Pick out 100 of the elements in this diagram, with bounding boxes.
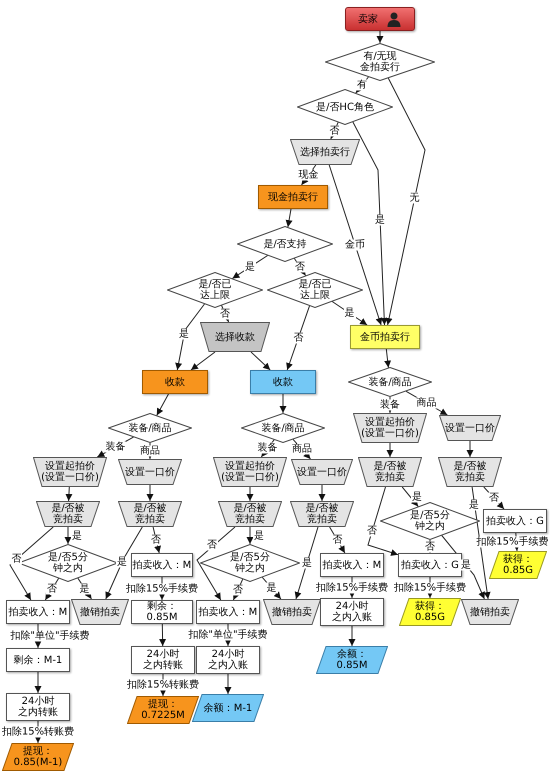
arrow [196,526,236,600]
trapezoid-box: 设置起拍价(设置一口价) [33,457,107,487]
decision-diamond: 有/无现金拍卖行 [325,43,435,81]
trapezoid-box: 是/否被竞拍卖 [118,501,182,527]
process-box: 拍卖收入：M [196,600,260,624]
trapezoid-box: 设置一口价 [118,459,182,485]
edge-label: 商品 [290,444,313,455]
box-label: 卖家 [358,14,378,24]
process-box: 剩余：M-1 [6,648,70,672]
arrow [246,486,254,502]
trapezoid-box: 是/否被竞拍卖 [438,457,502,487]
arrow [246,526,254,544]
edge-label: 否 [366,526,378,537]
trapezoid-box: 是/否被竞拍卖 [358,457,422,487]
trapezoid-box: 撤销拍卖 [263,599,321,625]
arrow [386,396,394,414]
arrow [9,526,54,600]
process-box: 24小时之内入账 [196,646,260,674]
output-parallelogram: 提现：0.7225M [127,696,199,724]
edge-label: 是 [460,560,472,571]
edge-label: 是 [253,530,265,541]
decision-diamond: 是/否支持 [237,226,333,262]
edge-label: 否 [150,534,162,546]
edge-label: 否 [46,584,58,595]
process-box: 收款 [250,370,316,394]
edge-label: 是 [411,491,424,502]
edge-label: 无 [408,192,421,204]
arrow [146,484,154,502]
arrow [367,486,398,556]
edge-label: 是 [116,556,128,568]
arrow [286,305,310,370]
process-box: 24小时之内转账 [6,693,70,721]
process-box: 剩余：0.85M [131,600,193,624]
arrow [64,526,72,544]
arrow [466,440,474,458]
edge-label: 装备 [104,442,126,453]
trapezoid-box: 设置起拍价(设置一口价) [213,457,287,487]
edge-label: 扣除"单位"手续费 [187,630,269,640]
process-box: 金币拍卖行 [350,325,420,349]
arrow [34,672,42,694]
arrow [328,164,382,326]
arrow [224,674,232,694]
output-parallelogram: 获得：0.85G [489,551,547,579]
edge-label: 是 [78,583,91,594]
edge-label: 扣除15%手续费 [392,582,468,593]
edge-label: 是 [468,500,480,510]
edge-label: 是 [344,308,356,319]
process-box: 收款 [142,370,208,394]
edge-label: 有 [356,80,368,91]
arrow [386,78,426,326]
arrow [384,348,392,368]
edge-label: 扣除15%转账费 [126,680,200,690]
trapezoid-box: 撤销拍卖 [71,599,129,625]
edge-label: 是 [374,214,386,226]
trapezoid-box: 选择收款 [200,322,270,352]
edge-label: 金币 [344,240,366,250]
arrow [294,526,318,600]
arrow [318,484,326,502]
trapezoid-box: 设置一口价 [439,415,501,441]
trapezoid-box: 撤销拍卖 [461,599,519,625]
edge-label: 是 [71,530,83,541]
arrow [146,442,154,460]
edge-label: 是 [244,262,256,272]
trapezoid-box: 设置一口价 [291,459,353,485]
arrow [159,624,166,646]
output-parallelogram: 提现：0.85(M-1) [2,743,74,771]
process-box: 拍卖收入：G [483,509,547,533]
arrow [232,255,268,279]
arrow [348,626,356,646]
arrow [175,304,205,370]
start-box [345,7,415,31]
arrow [105,526,143,600]
edge-label: 否 [424,541,436,552]
edge-label: 商品 [139,446,161,456]
process-box: 24小时之内入账 [320,598,384,626]
edge-label: 装备 [256,442,279,454]
arrow [329,526,346,554]
arrow [376,30,384,44]
edge-label: 商品 [416,398,438,409]
edge-label: 扣除15%手续费 [314,582,390,593]
edge-label: 扣除15%转账费 [0,726,76,738]
output-parallelogram: 余额：0.85M [316,646,388,674]
trapezoid-box: 是/否被竞拍卖 [290,501,354,527]
edge-label: 否 [328,125,340,136]
edge-label: 否 [10,554,22,565]
arrow [190,352,216,370]
trapezoid-box: 设置起拍价(设置一口价) [353,413,427,443]
edge-label: 否 [232,584,244,596]
edge-label: 扣除"单位"手续费 [9,630,91,642]
decision-diamond: 是/否HC角色 [297,89,393,125]
edge-label: 扣除15%手续费 [475,536,550,548]
edge-label: 否 [331,534,344,546]
decision-diamond: 是/否已达上限 [267,272,363,308]
process-box: 24小时之内转账 [131,646,195,674]
trapezoid-box: 选择拍卖行 [290,139,360,165]
decision-diamond: 装备/商品 [348,367,432,397]
output-parallelogram: 余额：M-1 [192,694,264,722]
arrow [250,352,271,370]
edge-label: 否 [219,308,232,320]
trapezoid-box: 是/否被竞拍卖 [218,501,282,527]
